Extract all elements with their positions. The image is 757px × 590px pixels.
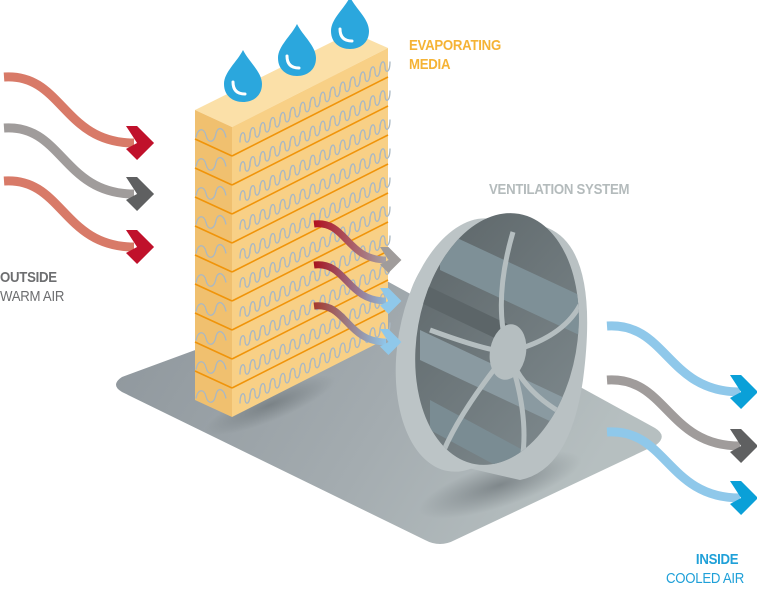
media-wave-side [195,214,227,229]
arrow-head-icon [380,329,402,355]
media-wave [239,148,391,230]
media-wave [239,206,391,288]
through-media-arrow-warm-to-cool [313,302,387,346]
media-layer-line-side [194,167,233,186]
ventilation-fan [395,213,590,480]
label-outside-warm-air: OUTSIDE WARM AIR [0,268,64,306]
water-drops [224,0,369,102]
arrow-head-icon [126,230,155,264]
media-wave-side [195,388,227,403]
media-wave [239,322,391,404]
label-cooled-air: COOLED AIR [666,570,745,587]
media-layer-line [231,134,389,215]
label-evaporating-media-line2: MEDIA [409,56,451,73]
media-wave-side [195,127,227,142]
through-media-arrow-warm-to-cool [313,261,387,305]
media-wave [239,90,391,172]
arrow-head-icon [380,247,402,273]
media-layer-line-side [194,283,233,302]
label-evaporating-media-line1: EVAPORATING [409,37,501,54]
label-evaporating-media: EVAPORATING MEDIA [409,36,501,74]
media-wave-side [195,272,227,287]
media-layer-line [231,308,389,389]
media-wave-side [195,156,227,171]
media-layer-line [231,163,389,244]
label-ventilation-system: VENTILATION SYSTEM [489,181,630,198]
label-inside: INSIDE [695,551,739,568]
water-drop-highlight [285,54,301,70]
outside-air-arrow-warm [3,72,135,148]
inside-air-arrow-neutral [606,375,741,451]
arrow-head-icon [730,481,757,515]
label-warm-air: WARM AIR [0,288,65,305]
outside-air-arrow-warm [3,176,135,252]
media-wave [239,235,391,317]
arrow-head-icon [380,288,402,314]
media-layer-line-side [194,196,233,215]
through-media-arrow-warm-to-neutral [313,220,387,264]
media-layer-line-side [194,225,233,244]
media-wave [239,177,391,259]
inside-air-arrow-cool [606,321,741,397]
media-wave [239,61,391,143]
label-outside: OUTSIDE [0,269,57,286]
media-wave-side [195,359,227,374]
media-wave-side [195,243,227,258]
media-layer-line [231,105,389,186]
media-layer-line [231,221,389,302]
water-drop-highlight [231,80,247,96]
media-shadow [204,374,336,436]
water-drop-highlight [338,27,354,43]
media-wave-side [195,330,227,345]
fan-hub [489,324,527,380]
media-layer-line [231,250,389,331]
media-wave-side [195,185,227,200]
arrow-head-icon [730,429,757,463]
label-inside-cooled-air: INSIDE COOLED AIR [666,550,744,588]
media-wave-side [195,301,227,316]
media-layer-line-side [194,254,233,273]
media-layer-line-side [194,312,233,331]
media-layer-line-side [194,341,233,360]
outside-air-arrow-neutral [3,123,135,199]
media-layer-line [231,76,389,157]
arrow-head-icon [730,375,757,409]
evaporating-media-pad [194,32,391,417]
arrow-head-icon [126,177,155,211]
media-wave [239,119,391,201]
arrow-head-icon [126,126,155,160]
media-layer-line [231,192,389,273]
inside-air-arrow-cool [606,427,741,503]
media-layer-line-side [194,370,233,389]
media-layer-line-side [194,138,233,157]
